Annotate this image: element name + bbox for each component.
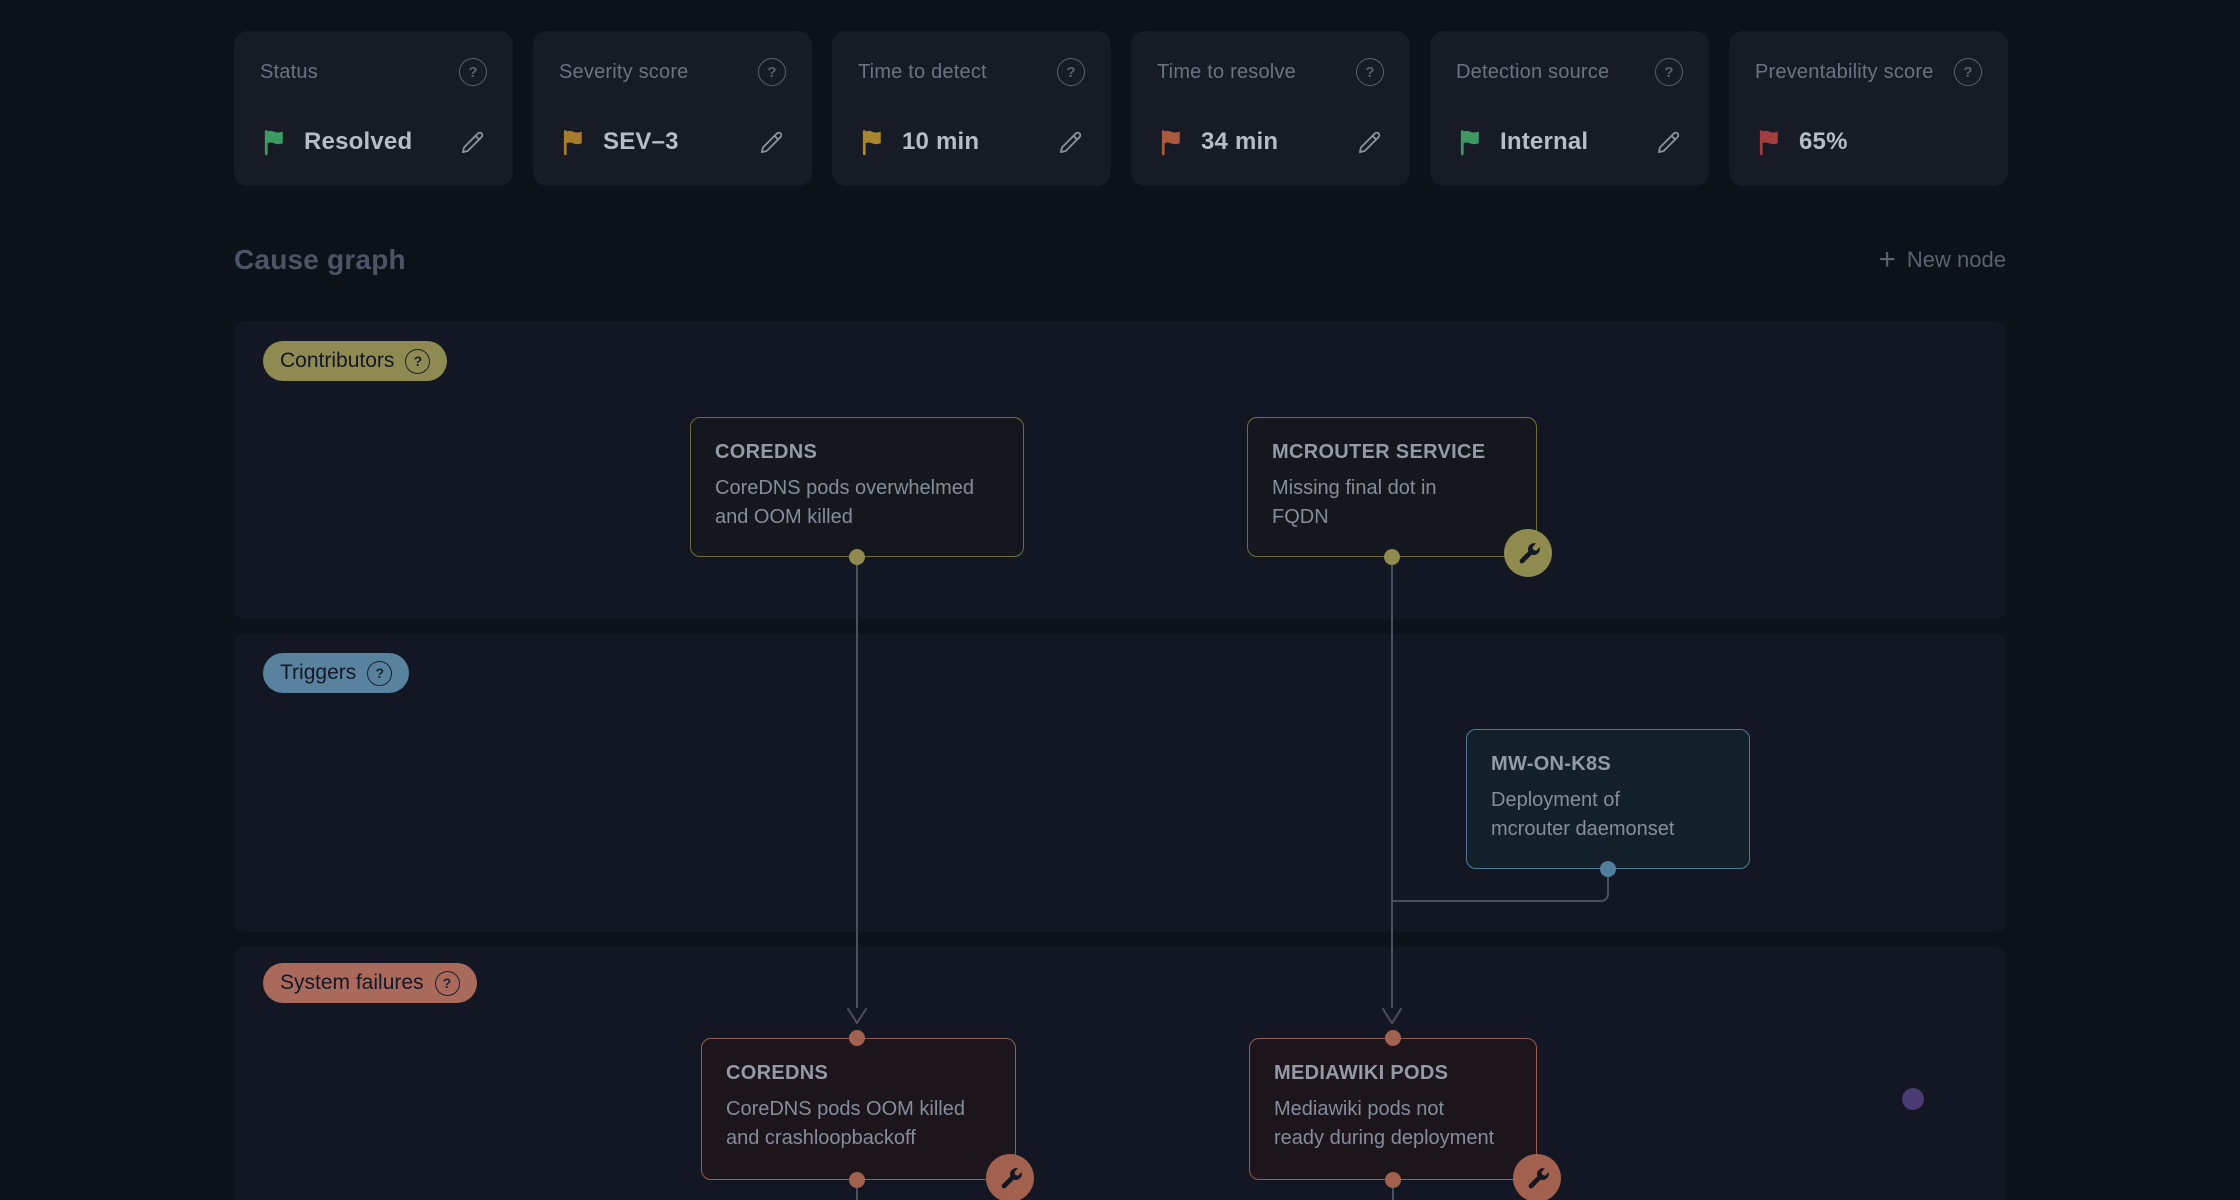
edit-pencil-icon[interactable] [458,128,487,157]
plus-icon: + [1878,243,1896,276]
stat-card-preventability: Preventability score ? 65% [1729,31,2008,186]
help-icon[interactable]: ? [434,970,460,996]
lane-pill-label: System failures [280,971,424,994]
help-icon[interactable]: ? [1655,58,1683,86]
edit-pencil-icon[interactable] [1355,128,1384,157]
node-description: CoreDNS pods OOM killed and crashloopbac… [726,1098,965,1149]
stat-value: 34 min [1201,128,1279,155]
help-icon[interactable]: ? [405,348,431,374]
node-title: COREDNS [726,1062,829,1084]
section-header: Cause graph + New node [234,244,2006,276]
lane-pill-label: Triggers [280,661,357,684]
help-icon[interactable]: ? [1057,58,1085,86]
node-description: Missing final dot in FQDN [1272,477,1437,528]
graph-node-mediawiki-pods[interactable]: MEDIAWIKI PODS Mediawiki pods not ready … [1249,1038,1537,1180]
help-icon[interactable]: ? [1356,58,1384,86]
stat-card-time-to-resolve: Time to resolve ? 34 min [1131,31,1410,186]
help-icon[interactable]: ? [1954,58,1982,86]
edit-pencil-icon[interactable] [1056,128,1085,157]
graph-node-coredns-failure[interactable]: COREDNS CoreDNS pods OOM killed and cras… [701,1038,1016,1180]
flag-icon [862,130,881,156]
help-icon[interactable]: ? [758,58,786,86]
stat-card-severity: Severity score ? SEV–3 [533,31,812,186]
node-description: Mediawiki pods not ready during deployme… [1274,1098,1495,1149]
lane-system-failures [234,947,2006,1200]
lane-pill-triggers: Triggers ? [263,653,410,693]
node-title: COREDNS [715,441,818,463]
new-node-label: New node [1906,247,2006,272]
stat-value: Resolved [304,128,413,155]
help-icon[interactable]: ? [367,660,393,686]
node-title: MEDIAWIKI PODS [1274,1062,1449,1084]
graph-node-mcrouter-service[interactable]: MCROUTER SERVICE Missing final dot in FQ… [1247,417,1537,557]
stat-label: Severity score [559,60,689,83]
lane-pill-system-failures: System failures ? [263,963,477,1003]
flag-icon [264,130,283,156]
node-description: CoreDNS pods overwhelmed and OOM killed [715,477,975,528]
stat-value: Internal [1500,128,1589,155]
graph-node-mw-on-k8s[interactable]: MW-ON-K8S Deployment of mcrouter daemons… [1466,729,1750,869]
lane-contributors [234,321,2006,619]
flag-icon [1759,130,1778,156]
stat-label: Preventability score [1755,60,1934,83]
stat-card-status: Status ? Resolved [234,31,513,186]
help-icon[interactable]: ? [459,58,487,86]
wrench-icon[interactable] [1504,529,1552,577]
lane-pill-label: Contributors [280,349,395,372]
stat-value: SEV–3 [603,128,679,155]
edit-pencil-icon[interactable] [1654,128,1683,157]
edit-pencil-icon[interactable] [757,128,786,157]
node-title: MCROUTER SERVICE [1272,441,1486,463]
page-title: Cause graph [234,244,406,275]
flag-icon [1460,130,1479,156]
stats-row: Status ? Resolved Severity score ? [234,31,2008,186]
node-title: MW-ON-K8S [1491,753,1612,775]
lane-pill-contributors: Contributors ? [263,341,448,381]
stat-value: 65% [1799,128,1848,155]
stat-label: Detection source [1456,60,1610,83]
stat-label: Time to resolve [1157,60,1296,83]
stat-label: Status [260,60,318,83]
new-node-button[interactable]: + New node [1878,243,2006,276]
wrench-icon[interactable] [986,1154,1034,1200]
stat-label: Time to detect [858,60,987,83]
stat-card-detection-source: Detection source ? Internal [1430,31,1709,186]
node-description: Deployment of mcrouter daemonset [1491,789,1675,840]
flag-icon [563,130,582,156]
stat-value: 10 min [902,128,980,155]
graph-node-coredns-contributor[interactable]: COREDNS CoreDNS pods overwhelmed and OOM… [690,417,1024,557]
stat-card-time-to-detect: Time to detect ? 10 min [832,31,1111,186]
flag-icon [1161,130,1180,156]
wrench-icon[interactable] [1513,1154,1561,1200]
